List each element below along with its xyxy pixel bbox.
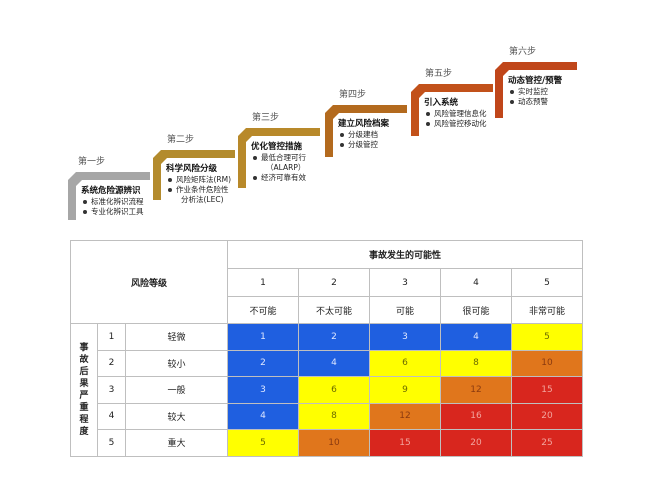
step-item: 风险管控移动化	[425, 119, 487, 129]
step-items: 风险矩阵法(RM)作业条件危险性分析法(LEC)	[167, 175, 231, 205]
risk-cell: 2	[227, 349, 299, 377]
severity-name: 较小	[125, 349, 228, 377]
likelihood-level: 4	[440, 268, 512, 297]
step-item: 经济可靠有效	[252, 173, 306, 183]
risk-cell: 16	[440, 402, 512, 430]
risk-cell: 9	[369, 376, 441, 404]
step-bracket	[325, 105, 407, 157]
severity-name: 轻微	[125, 323, 228, 351]
severity-name: 一般	[125, 376, 228, 404]
likelihood-level: 1	[227, 268, 299, 297]
step-item: 作业条件危险性	[167, 185, 231, 195]
step-bracket	[411, 84, 493, 136]
risk-cell: 12	[440, 376, 512, 404]
likelihood-header: 事故发生的可能性	[227, 240, 583, 269]
step-bracket-shape	[325, 105, 407, 157]
step-title: 优化管控措施	[251, 142, 303, 152]
step-item: 专业化辨识工具	[82, 207, 144, 217]
risk-cell: 6	[298, 376, 370, 404]
step-bracket-shape	[238, 128, 320, 188]
risk-cell: 5	[227, 429, 299, 457]
step-label: 第六步	[509, 47, 537, 57]
severity-level: 5	[97, 429, 126, 457]
step-label: 第三步	[252, 113, 280, 123]
likelihood-name: 很可能	[440, 296, 512, 324]
step-label: 第五步	[425, 69, 453, 79]
step-bracket-shape	[495, 62, 577, 118]
step-bracket-shape	[68, 172, 150, 220]
likelihood-level: 3	[369, 268, 441, 297]
step-title: 系统危险源辨识	[81, 186, 141, 196]
step-item: 分级管控	[339, 140, 378, 150]
matrix-corner-label: 风险等级	[70, 240, 228, 324]
risk-cell: 4	[298, 349, 370, 377]
step-bracket	[68, 172, 150, 220]
risk-cell: 12	[369, 402, 441, 430]
risk-cell: 4	[227, 402, 299, 430]
likelihood-level: 5	[511, 268, 583, 297]
risk-cell: 15	[511, 376, 583, 404]
risk-cell: 10	[298, 429, 370, 457]
likelihood-name: 非常可能	[511, 296, 583, 324]
severity-name: 重大	[125, 429, 228, 457]
risk-cell: 4	[440, 323, 512, 351]
risk-cell: 5	[511, 323, 583, 351]
step-item: 风险矩阵法(RM)	[167, 175, 231, 185]
step-items: 标准化辨识流程专业化辨识工具	[82, 197, 144, 217]
severity-level: 1	[97, 323, 126, 351]
severity-level: 4	[97, 402, 126, 430]
step-items: 最低合理可行（ALARP）经济可靠有效	[252, 153, 306, 183]
step-title: 科学风险分级	[166, 164, 218, 174]
risk-cell: 3	[369, 323, 441, 351]
risk-cell: 25	[511, 429, 583, 457]
step-bracket-shape	[153, 150, 235, 200]
step-bracket	[495, 62, 577, 118]
step-title: 建立风险档案	[338, 119, 390, 129]
severity-header: 事故后果严重程度	[70, 323, 98, 457]
severity-name: 较大	[125, 402, 228, 430]
likelihood-name: 可能	[369, 296, 441, 324]
step-item: 标准化辨识流程	[82, 197, 144, 207]
step-items: 分级建档分级管控	[339, 130, 378, 150]
step-item: 最低合理可行	[252, 153, 306, 163]
step-item: 分级建档	[339, 130, 378, 140]
step-items: 实时监控动态预警	[509, 87, 548, 107]
risk-cell: 6	[369, 349, 441, 377]
step-bracket	[238, 128, 320, 188]
step-item: 实时监控	[509, 87, 548, 97]
step-label: 第四步	[339, 90, 367, 100]
step-title: 动态管控/预警	[508, 76, 563, 86]
step-items: 风险管理信息化风险管控移动化	[425, 109, 487, 129]
risk-cell: 8	[440, 349, 512, 377]
step-item: 动态预警	[509, 97, 548, 107]
step-item: 风险管理信息化	[425, 109, 487, 119]
risk-cell: 2	[298, 323, 370, 351]
step-title: 引入系统	[424, 98, 459, 108]
likelihood-name: 不可能	[227, 296, 299, 324]
step-label: 第一步	[78, 157, 106, 167]
severity-header-text: 事故后果严重程度	[79, 342, 89, 437]
step-bracket-shape	[411, 84, 493, 136]
risk-cell: 20	[511, 402, 583, 430]
risk-cell: 1	[227, 323, 299, 351]
risk-cell: 10	[511, 349, 583, 377]
step-bracket	[153, 150, 235, 200]
risk-cell: 15	[369, 429, 441, 457]
step-item: 分析法(LEC)	[181, 195, 224, 204]
risk-cell: 8	[298, 402, 370, 430]
severity-level: 2	[97, 349, 126, 377]
likelihood-level: 2	[298, 268, 370, 297]
risk-cell: 3	[227, 376, 299, 404]
step-item: （ALARP）	[266, 163, 306, 172]
risk-cell: 20	[440, 429, 512, 457]
severity-level: 3	[97, 376, 126, 404]
step-label: 第二步	[167, 135, 195, 145]
likelihood-name: 不太可能	[298, 296, 370, 324]
